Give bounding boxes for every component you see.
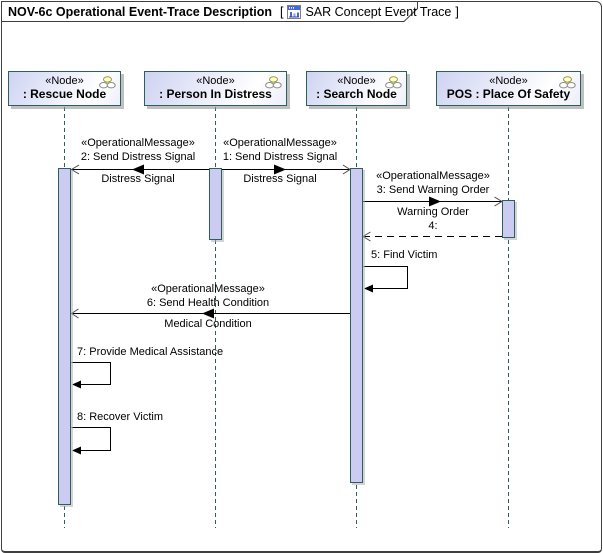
message-7-name[interactable]: 7: Provide Medical Assistance — [77, 346, 224, 358]
message-7-arrow[interactable] — [71, 362, 111, 389]
message-1-conveyed-item[interactable]: Distress Signal — [243, 173, 317, 185]
message-6-arrow[interactable] — [70, 308, 351, 319]
nov-diagram-icon — [287, 4, 302, 19]
message-3-name[interactable]: 3: Send Warning Order — [376, 184, 490, 196]
node-stereotype: «Node» — [45, 75, 84, 88]
message-6-conveyed-item[interactable]: Medical Condition — [164, 318, 252, 330]
frame-title[interactable]: NOV-6c Operational Event-Trace Descripti… — [8, 3, 459, 20]
node-rescue-node[interactable]: «Node» : Rescue Node — [8, 71, 121, 106]
message-3-arrow[interactable] — [363, 196, 503, 207]
message-8-name[interactable]: 8: Recover Victim — [77, 411, 163, 423]
node-person-in-distress[interactable]: «Node» : Person In Distress — [144, 71, 287, 106]
message-2-stereotype[interactable]: «OperationalMessage» — [81, 137, 195, 149]
message-4-arrow[interactable] — [362, 231, 502, 242]
message-2-name[interactable]: 2: Send Distress Signal — [80, 151, 196, 163]
message-1-name[interactable]: 1: Send Distress Signal — [222, 151, 338, 163]
node-instance-icon — [99, 76, 116, 89]
activation-search-node[interactable] — [350, 168, 363, 483]
frame-title-tab-shape — [1, 1, 418, 22]
node-place-of-safety[interactable]: «Node» POS : Place Of Safety — [436, 71, 581, 106]
activation-rescue-node[interactable] — [58, 168, 71, 505]
message-5-name[interactable]: 5: Find Victim — [371, 249, 438, 261]
frame-diagram-name: SAR Concept Event Trace — [305, 4, 452, 19]
message-6-stereotype[interactable]: «OperationalMessage» — [151, 283, 265, 295]
node-name: : Search Node — [316, 86, 397, 101]
message-8-arrow[interactable] — [71, 427, 111, 455]
node-instance-icon — [385, 76, 402, 89]
node-stereotype: «Node» — [196, 75, 235, 88]
frame-title-bracket-close: ] — [455, 4, 459, 19]
node-name: : Person In Distress — [159, 86, 272, 101]
frame-title-bracket-open: [ — [279, 4, 284, 19]
activation-person-in-distress[interactable] — [209, 168, 222, 240]
node-name: : Rescue Node — [22, 86, 107, 101]
message-4-name[interactable]: 4: — [428, 220, 438, 232]
node-stereotype: «Node» — [337, 75, 376, 88]
node-name: POS : Place Of Safety — [446, 86, 571, 101]
message-2-arrow[interactable] — [70, 164, 210, 175]
message-3-conveyed-item[interactable]: Warning Order — [397, 206, 469, 218]
node-instance-icon — [265, 76, 282, 89]
message-5-arrow[interactable] — [363, 266, 408, 293]
activation-place-of-safety[interactable] — [502, 200, 515, 238]
message-1-stereotype[interactable]: «OperationalMessage» — [223, 137, 337, 149]
message-2-conveyed-item[interactable]: Distress Signal — [101, 173, 175, 185]
node-instance-icon — [559, 76, 576, 89]
node-search-node[interactable]: «Node» : Search Node — [306, 71, 407, 106]
message-6-name[interactable]: 6: Send Health Condition — [146, 297, 270, 309]
node-stereotype: «Node» — [489, 75, 528, 88]
frame-title-text: NOV-6c Operational Event-Trace Descripti… — [8, 4, 272, 19]
message-3-stereotype[interactable]: «OperationalMessage» — [376, 170, 490, 182]
